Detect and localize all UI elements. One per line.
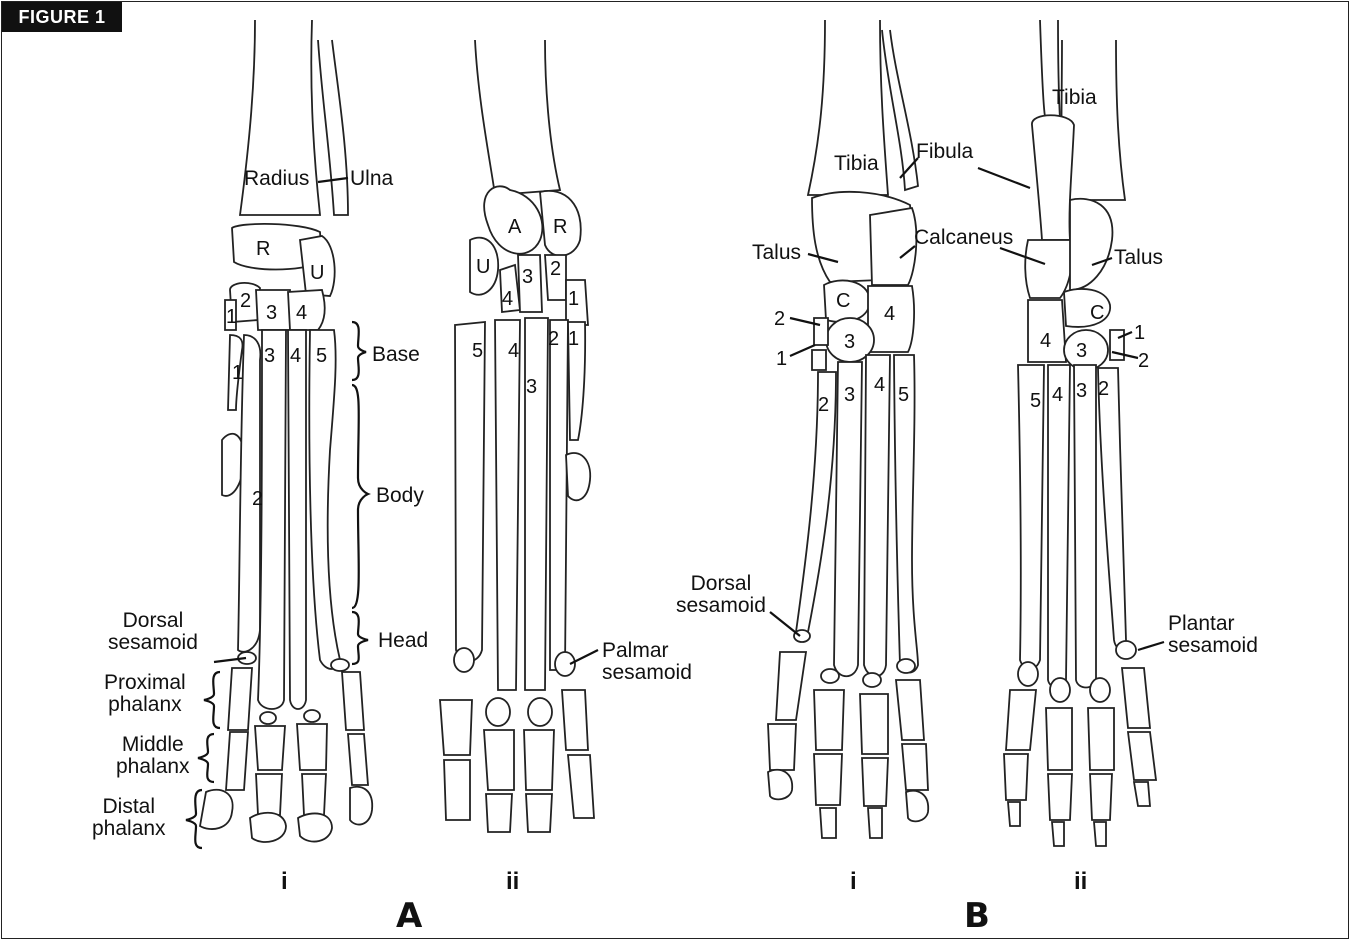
bone-mark: 1 bbox=[568, 328, 579, 351]
sublabel-b-ii: ii bbox=[1074, 868, 1087, 896]
bone-mark: 4 bbox=[874, 374, 885, 397]
bone-mark: 4 bbox=[296, 302, 307, 325]
bone-mark: 5 bbox=[898, 384, 909, 407]
panel-letter-a: A bbox=[396, 896, 422, 936]
label-talus-i: Talus bbox=[752, 242, 801, 264]
sublabel-a-ii: ii bbox=[506, 868, 519, 896]
bone-mark: 3 bbox=[522, 266, 533, 289]
bone-mark: 4 bbox=[1040, 330, 1051, 353]
bone-mark: 4 bbox=[508, 340, 519, 363]
bone-mark: 1 bbox=[226, 306, 237, 329]
label-dorsal-sesamoid-b: Dorsal sesamoid bbox=[676, 573, 766, 617]
panel-b-ii-bones bbox=[1004, 20, 1156, 846]
bone-mark: 4 bbox=[502, 288, 513, 311]
label-head: Head bbox=[378, 630, 428, 652]
bone-mark: U bbox=[310, 262, 324, 285]
label-distal-phalanx: Distal phalanx bbox=[92, 796, 166, 840]
bone-mark: 3 bbox=[844, 384, 855, 407]
bone-mark: C bbox=[1090, 302, 1104, 325]
bone-mark: 1 bbox=[232, 362, 243, 385]
label-middle-phalanx: Middle phalanx bbox=[116, 734, 190, 778]
label-radius: Radius bbox=[244, 168, 309, 190]
bone-mark: 1 bbox=[776, 348, 787, 371]
bone-mark: 1 bbox=[1134, 322, 1145, 345]
sublabel-a-i: i bbox=[281, 868, 288, 896]
bone-mark: C bbox=[836, 290, 850, 313]
label-dorsal-sesamoid-a: Dorsal sesamoid bbox=[108, 610, 198, 654]
label-palmar-sesamoid: Palmar sesamoid bbox=[602, 640, 692, 684]
panel-a-ii-bones bbox=[440, 40, 594, 832]
label-base: Base bbox=[372, 344, 420, 366]
label-plantar-sesamoid: Plantar sesamoid bbox=[1168, 613, 1258, 657]
bone-mark: 2 bbox=[550, 258, 561, 281]
bone-mark: A bbox=[508, 216, 521, 239]
bone-mark: R bbox=[256, 238, 270, 261]
bone-mark: 5 bbox=[472, 340, 483, 363]
panel-letter-b: B bbox=[964, 896, 990, 936]
bone-mark: 3 bbox=[266, 302, 277, 325]
bone-mark: 3 bbox=[1076, 380, 1087, 403]
label-body: Body bbox=[376, 485, 424, 507]
bone-mark: 3 bbox=[1076, 340, 1087, 363]
label-talus-ii: Talus bbox=[1114, 247, 1163, 269]
label-tibia-i: Tibia bbox=[834, 153, 879, 175]
label-calcaneus: Calcaneus bbox=[914, 227, 1013, 249]
bone-mark: 1 bbox=[568, 288, 579, 311]
panel-b-i-bones bbox=[768, 20, 928, 838]
panel-a-i-bones bbox=[200, 20, 372, 842]
bone-mark: 2 bbox=[240, 290, 251, 313]
sublabel-b-i: i bbox=[850, 868, 857, 896]
label-tibia-ii: Tibia bbox=[1052, 87, 1097, 109]
bone-mark: 5 bbox=[316, 345, 327, 368]
bone-mark: 2 bbox=[818, 394, 829, 417]
bone-mark: 3 bbox=[264, 345, 275, 368]
bone-mark: 2 bbox=[774, 308, 785, 331]
bone-mark: 2 bbox=[1138, 350, 1149, 373]
bone-mark: 2 bbox=[252, 488, 263, 511]
bone-mark: 4 bbox=[884, 303, 895, 326]
bone-mark: 3 bbox=[526, 376, 537, 399]
label-proximal-phalanx: Proximal phalanx bbox=[104, 672, 186, 716]
label-fibula: Fibula bbox=[916, 141, 973, 163]
label-ulna: Ulna bbox=[350, 168, 393, 190]
bone-mark: 4 bbox=[290, 345, 301, 368]
bone-mark: R bbox=[553, 216, 567, 239]
bone-mark: 4 bbox=[1052, 384, 1063, 407]
bone-mark: 3 bbox=[844, 331, 855, 354]
bone-mark: 2 bbox=[1098, 378, 1109, 401]
bone-mark: 2 bbox=[548, 328, 559, 351]
bone-mark: U bbox=[476, 256, 490, 279]
bone-mark: 5 bbox=[1030, 390, 1041, 413]
